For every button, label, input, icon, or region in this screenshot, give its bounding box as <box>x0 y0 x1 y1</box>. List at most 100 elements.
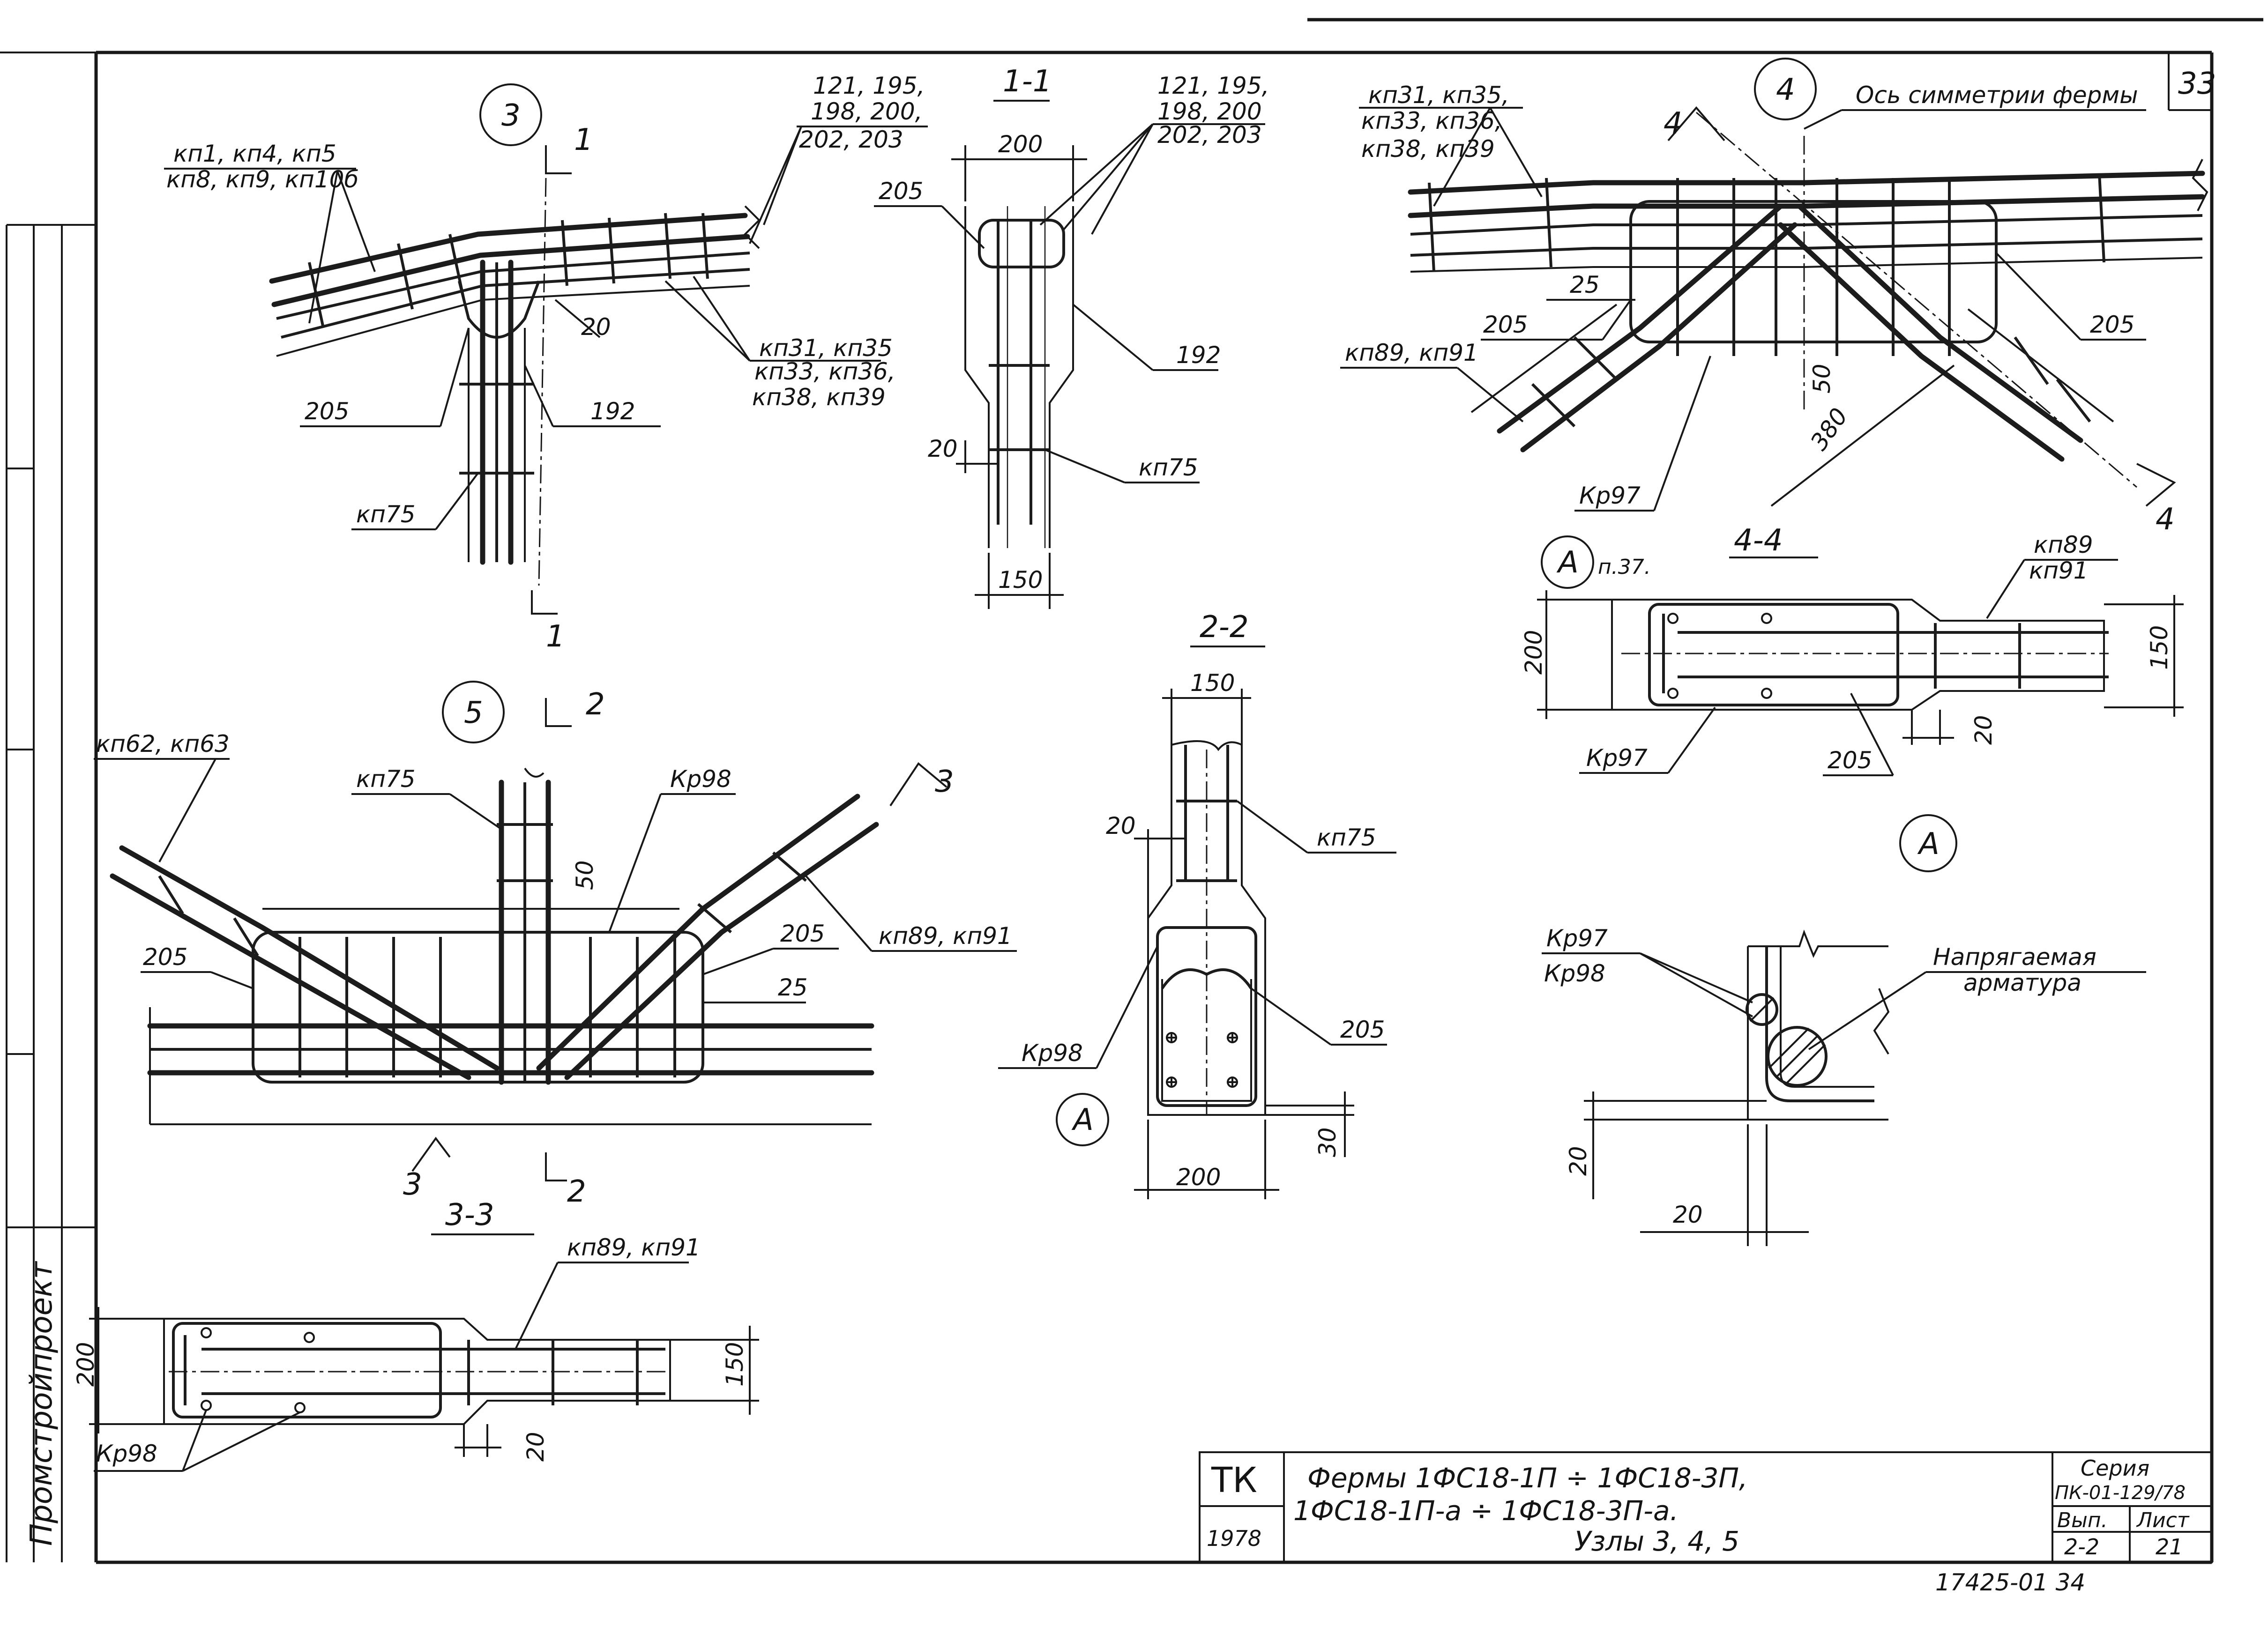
sec11-label-205: 205 <box>879 178 923 205</box>
section-2-2-title: 2-2 <box>1200 610 1249 645</box>
sec33-label-kr98: Кр98 <box>96 1440 157 1467</box>
node5-label-205-left: 205 <box>143 943 187 971</box>
node5-label-kp75: кп75 <box>356 765 416 793</box>
title-block-issue-value: 2-2 <box>2064 1534 2099 1559</box>
detailA-label-prestressed-1: Напрягаемая <box>1933 943 2096 971</box>
title-block <box>1199 1451 2213 1563</box>
sec44-label-kp91: кп91 <box>2029 557 2089 584</box>
callout-node-4 <box>1754 58 1817 120</box>
cut-2-top: 2 <box>586 687 605 722</box>
sec11-marks-1: 121, 195, <box>1157 72 1269 99</box>
node3-label-192: 192 <box>590 398 635 425</box>
section-4-4-drawing <box>1537 590 2184 745</box>
sec44-label-kr97: Кр97 <box>1586 744 1648 772</box>
node-3-drawing <box>269 145 761 615</box>
node3-kp-top-1: кп1, кп4, кп5 <box>173 140 336 167</box>
node4-kp-2: кп33, кп36, <box>1361 107 1502 134</box>
sec22-dim-20: 20 <box>1106 812 1136 839</box>
sec44-label-kp89: кп89 <box>2034 531 2093 558</box>
section-1-1-title: 1-1 <box>1003 64 1052 99</box>
node-4-drawing <box>1408 106 2208 507</box>
detailA-label-kr97: Кр97 <box>1546 925 1608 952</box>
sec44-dim-20: 20 <box>1970 715 1997 745</box>
sec44-dim-150: 150 <box>2146 625 2173 670</box>
node3-marks-1: 121, 195, <box>813 72 925 99</box>
title-block-line-2: 1ФС18-1П-а ÷ 1ФС18-3П-а. <box>1293 1495 1679 1527</box>
callout-a-detail <box>1899 814 1957 872</box>
cut-3-top: 3 <box>935 765 954 799</box>
node-5-drawing <box>110 698 947 1181</box>
cut-4-top: 4 <box>1664 106 1683 141</box>
sec22-dim-150: 150 <box>1190 669 1235 697</box>
node3-label-205: 205 <box>305 398 349 425</box>
section-1-1-drawing <box>951 145 1087 609</box>
node3-marks-3: 202, 203 <box>799 126 903 153</box>
sec22-dim-200: 200 <box>1176 1164 1221 1191</box>
sec44-callout-note: п.37. <box>1598 555 1651 579</box>
title-block-series-value: ПК-01-129/78 <box>2055 1482 2186 1504</box>
node3-kp31-2: кп33, кп36, <box>754 358 895 385</box>
sheet-frame <box>0 18 2263 1564</box>
detailA-label-kr98: Кр98 <box>1544 960 1605 987</box>
node3-dim-20: 20 <box>581 313 611 341</box>
sec22-dim-30: 30 <box>1314 1127 1341 1157</box>
sec11-label-kp75: кп75 <box>1139 454 1198 481</box>
callout-a-section44-label: A <box>1556 545 1579 580</box>
sec44-dim-200: 200 <box>1520 630 1547 675</box>
title-block-year: 1978 <box>1207 1526 1261 1551</box>
node5-label-kr98: Кр98 <box>670 765 731 793</box>
sec22-label-kp75: кп75 <box>1317 824 1376 851</box>
sheet-number: 33 <box>2178 67 2216 101</box>
node5-label-205-right: 205 <box>780 920 825 947</box>
node4-label-205-right: 205 <box>2090 311 2134 338</box>
node3-kp31-3: кп38, кп39 <box>752 384 886 411</box>
node4-axis-label: Ось симметрии фермы <box>1856 82 2138 109</box>
callout-a-section44 <box>1541 535 1594 589</box>
sec11-dim-150: 150 <box>998 566 1043 594</box>
sec33-dim-20: 20 <box>522 1432 549 1462</box>
node5-dim-25: 25 <box>778 974 808 1001</box>
detailA-dim-20-v: 20 <box>1565 1146 1592 1176</box>
node4-label-kp89: кп89, кп91 <box>1345 339 1478 366</box>
node3-kp-top-2: кп8, кп9, кп10б <box>166 166 358 193</box>
sec22-label-kr98: Кр98 <box>1022 1040 1083 1067</box>
title-block-org: ТК <box>1211 1460 1257 1500</box>
sec33-dim-150: 150 <box>721 1342 748 1387</box>
sec33-label-kp89: кп89, кп91 <box>567 1234 701 1261</box>
title-block-series-label: Серия <box>2081 1455 2149 1481</box>
cut-4-bottom: 4 <box>2156 502 2175 537</box>
sec11-marks-3: 202, 203 <box>1157 121 1262 149</box>
archive-number: 17425-01 34 <box>1935 1569 2085 1596</box>
sec11-marks-2: 198, 200 <box>1157 98 1262 125</box>
title-block-issue-label: Вып. <box>2057 1508 2108 1532</box>
callout-a-detail-label: A <box>1917 827 1940 861</box>
sec11-label-192: 192 <box>1176 342 1221 369</box>
title-block-line-1: Фермы 1ФС18-1П ÷ 1ФС18-3П, <box>1307 1462 1747 1494</box>
sec22-label-205: 205 <box>1340 1016 1385 1043</box>
callout-node-4-label: 4 <box>1776 73 1795 107</box>
node5-dim-50: 50 <box>571 860 598 890</box>
detailA-dim-20-h: 20 <box>1673 1201 1703 1228</box>
sec11-dim-20: 20 <box>928 435 958 462</box>
node4-dim-25: 25 <box>1570 271 1600 298</box>
callout-node-5-label: 5 <box>464 696 483 730</box>
callout-node-5 <box>442 681 505 743</box>
section-3-3-title: 3-3 <box>445 1198 494 1233</box>
node4-label-kr97: Кр97 <box>1579 482 1641 509</box>
section-4-4-title: 4-4 <box>1734 523 1783 558</box>
node3-marks-2: 198, 200, <box>811 98 923 125</box>
node3-kp31-1: кп31, кп35 <box>759 334 893 362</box>
title-block-sheet-label: Лист <box>2136 1508 2190 1532</box>
node4-kp-1: кп31, кп35, <box>1368 82 1509 109</box>
cut-1-top: 1 <box>574 123 593 157</box>
node4-dim-50: 50 <box>1808 364 1835 394</box>
cut-2-bottom: 2 <box>567 1174 586 1209</box>
node5-label-kp62: кп62, кп63 <box>96 730 230 757</box>
detailA-label-prestressed-2: арматура <box>1963 969 2081 996</box>
callout-a-section22 <box>1056 1093 1109 1146</box>
section-3-3-drawing <box>89 1307 759 1457</box>
node3-label-kp75: кп75 <box>356 501 416 528</box>
title-block-line-3: Узлы 3, 4, 5 <box>1574 1525 1739 1557</box>
callout-node-3 <box>479 83 542 146</box>
